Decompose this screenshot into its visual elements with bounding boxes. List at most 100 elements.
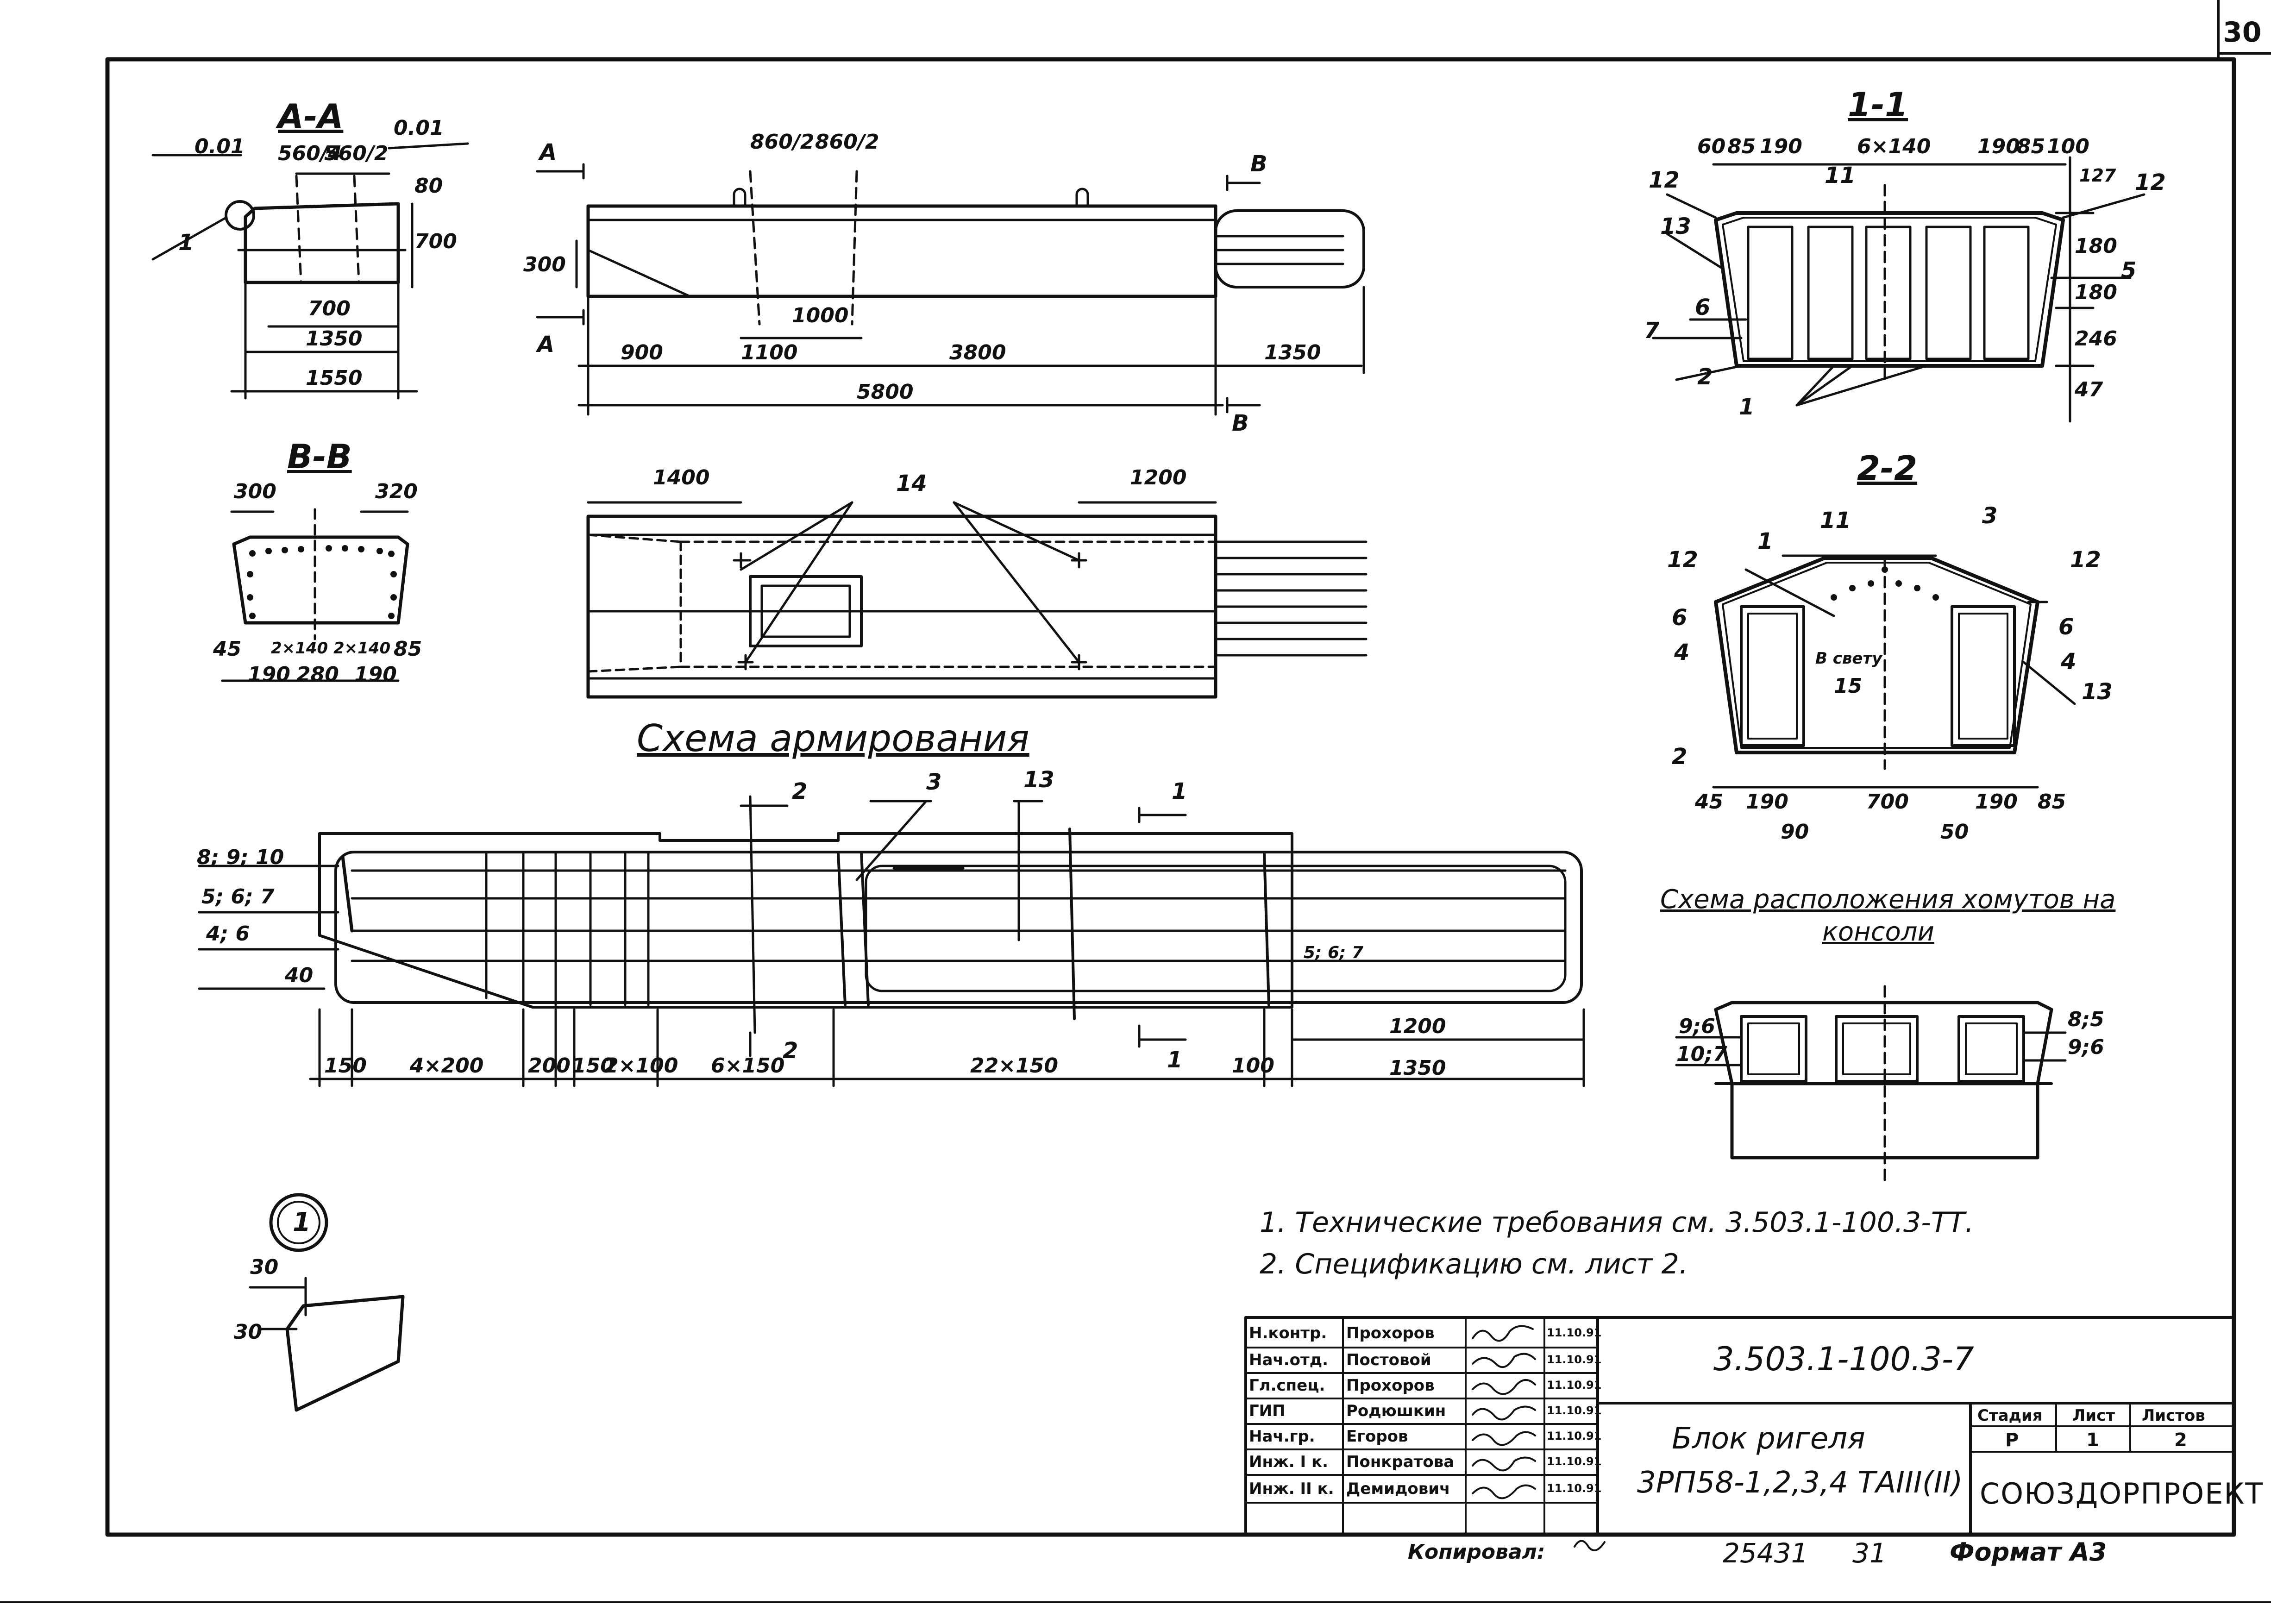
tb-name-0: Прохоров bbox=[1346, 1324, 1435, 1342]
reinforcement-title: Схема армирования bbox=[637, 717, 1029, 760]
detail-dim-30-b: 30 bbox=[234, 1320, 263, 1344]
dim-aa-1550: 1550 bbox=[306, 366, 363, 390]
console-label-8-5: 8;5 bbox=[2068, 1008, 2104, 1031]
beam-plan bbox=[586, 501, 1368, 699]
section-bb-bars bbox=[247, 545, 397, 619]
dim-reinf-200: 200 bbox=[528, 1054, 571, 1078]
callout-11-6: 6 bbox=[1695, 295, 1711, 320]
callout-11-5: 5 bbox=[2121, 257, 2137, 283]
dim-11-100: 100 bbox=[2047, 135, 2089, 158]
console-scheme bbox=[1675, 985, 2067, 1187]
dim-reinf-6x150: 6×150 bbox=[711, 1054, 785, 1078]
dim-reinf-22x150: 22×150 bbox=[970, 1054, 1058, 1078]
dim-11-190-b: 190 bbox=[1977, 135, 2020, 158]
callout-22-4-right: 4 bbox=[2061, 649, 2077, 675]
tb-name-5: Понкратова bbox=[1346, 1453, 1455, 1471]
section-22-title: 2-2 bbox=[1857, 449, 1918, 488]
dim-11-127: 127 bbox=[2079, 165, 2116, 186]
detail-dim-30-a: 30 bbox=[250, 1255, 279, 1279]
reinf-label-8-9-10: 8; 9; 10 bbox=[197, 846, 284, 869]
callout-22-13: 13 bbox=[2082, 679, 2113, 705]
tb-date-1: 11.10.91 bbox=[1547, 1353, 1602, 1366]
reinf-label-5-6-7: 5; 6; 7 bbox=[201, 885, 275, 909]
label-22-clear: В свету bbox=[1815, 649, 1882, 668]
dim-elev-860-b: 860/2 bbox=[815, 130, 879, 154]
footer-copied: Копировал: bbox=[1408, 1540, 1545, 1564]
dim-11-85-b: 85 bbox=[2017, 135, 2045, 158]
dim-bb-300: 300 bbox=[234, 480, 276, 503]
section-bb-title: В-В bbox=[287, 437, 352, 476]
dim-11-60: 60 bbox=[1697, 135, 1726, 158]
organization: СОЮЗДОРПРОЕКТ bbox=[1980, 1477, 2264, 1511]
tb-name-2: Прохоров bbox=[1346, 1376, 1435, 1395]
dim-bb-190-a: 190 bbox=[248, 663, 290, 686]
dim-bb-45: 45 bbox=[213, 637, 242, 661]
dim-aa-700: 700 bbox=[308, 297, 351, 320]
dim-11-47: 47 bbox=[2075, 378, 2103, 401]
callout-22-1: 1 bbox=[1757, 528, 1773, 554]
dim-elev-5800: 5800 bbox=[857, 380, 914, 404]
tb-role-3: ГИП bbox=[1249, 1402, 1286, 1420]
dim-bb-280: 280 bbox=[296, 663, 339, 686]
reinf-label-40: 40 bbox=[285, 964, 314, 987]
footer-inv: 25431 bbox=[1723, 1537, 1808, 1569]
tb-date-0: 11.10.91 bbox=[1547, 1326, 1602, 1339]
callout-11-12-right: 12 bbox=[2135, 169, 2166, 195]
callout-22-3: 3 bbox=[1982, 503, 1998, 529]
tb-role-5: Инж. I к. bbox=[1249, 1453, 1329, 1471]
dim-aa-560-b: 560/2 bbox=[324, 142, 389, 165]
dim-plan-1400: 1400 bbox=[653, 466, 710, 489]
tb-date-4: 11.10.91 bbox=[1547, 1430, 1602, 1442]
sheet-number: 30 bbox=[2223, 16, 2262, 49]
stage-value: Р bbox=[2005, 1430, 2019, 1451]
tb-name-4: Егоров bbox=[1346, 1427, 1408, 1446]
console-title-1: Схема расположения хомутов на bbox=[1660, 884, 2116, 915]
reinf-label-right: 5; 6; 7 bbox=[1304, 943, 1364, 962]
tb-role-2: Гл.спец. bbox=[1249, 1376, 1325, 1395]
cut-b-bottom: В bbox=[1232, 410, 1249, 436]
tb-role-4: Нач.гр. bbox=[1249, 1427, 1315, 1446]
tb-name-6: Демидович bbox=[1346, 1480, 1450, 1498]
dim-bb-320: 320 bbox=[375, 480, 418, 503]
item-name-line2: 3РП58-1,2,3,4 ТАIII(II) bbox=[1637, 1466, 1963, 1500]
signatures bbox=[1472, 1325, 1606, 1551]
footer-format: Формат А3 bbox=[1950, 1537, 2107, 1567]
dim-reinf-150-b: 150 bbox=[572, 1054, 615, 1078]
dim-11-180-a: 180 bbox=[2075, 234, 2117, 258]
tb-date-6: 11.10.91 bbox=[1547, 1482, 1602, 1495]
callout-22-12-right: 12 bbox=[2070, 547, 2101, 573]
dim-aa-slope-left: 0.01 bbox=[194, 135, 245, 158]
dim-elev-1000: 1000 bbox=[792, 304, 849, 327]
callout-11-2: 2 bbox=[1697, 364, 1713, 390]
dim-22-45: 45 bbox=[1695, 790, 1724, 814]
cut-b-top: В bbox=[1250, 151, 1267, 177]
dim-plan-1200: 1200 bbox=[1130, 466, 1187, 489]
stage-header: Стадия bbox=[1977, 1406, 2043, 1425]
callout-11-7: 7 bbox=[1644, 318, 1660, 344]
note-2: 2. Спецификацию см. лист 2. bbox=[1260, 1248, 1688, 1280]
dim-22-190-b: 190 bbox=[1975, 790, 2018, 814]
dim-bb-2x140-b: 2×140 bbox=[333, 639, 391, 658]
dim-22-700: 700 bbox=[1866, 790, 1909, 814]
callout-22-2: 2 bbox=[1672, 744, 1688, 770]
dim-aa-700-height: 700 bbox=[414, 230, 457, 253]
reinf-callout-13: 13 bbox=[1023, 767, 1054, 793]
sheet-header: Лист bbox=[2072, 1406, 2115, 1425]
reinf-cut-2-top: 2 bbox=[792, 778, 808, 804]
cut-a-bottom: А bbox=[537, 332, 555, 357]
document-code: 3.503.1-100.3-7 bbox=[1713, 1340, 1974, 1378]
section-22 bbox=[1712, 554, 2076, 789]
dim-reinf-1200: 1200 bbox=[1389, 1015, 1446, 1038]
dim-bb-190-b: 190 bbox=[354, 663, 397, 686]
dim-22-90: 90 bbox=[1781, 820, 1809, 844]
dim-aa-80: 80 bbox=[414, 174, 443, 198]
sheet-frame bbox=[105, 57, 2236, 1537]
callout-11-13: 13 bbox=[1660, 213, 1691, 239]
console-label-9-6-left: 9;6 bbox=[1679, 1015, 1715, 1038]
console-label-9-6-right: 9;6 bbox=[2068, 1035, 2104, 1059]
dim-11-6x140: 6×140 bbox=[1857, 135, 1931, 158]
dim-22-85: 85 bbox=[2038, 790, 2066, 814]
callout-22-6-right: 6 bbox=[2058, 614, 2074, 640]
section-11-title: 1-1 bbox=[1848, 85, 1908, 124]
dim-22-190-a: 190 bbox=[1746, 790, 1788, 814]
